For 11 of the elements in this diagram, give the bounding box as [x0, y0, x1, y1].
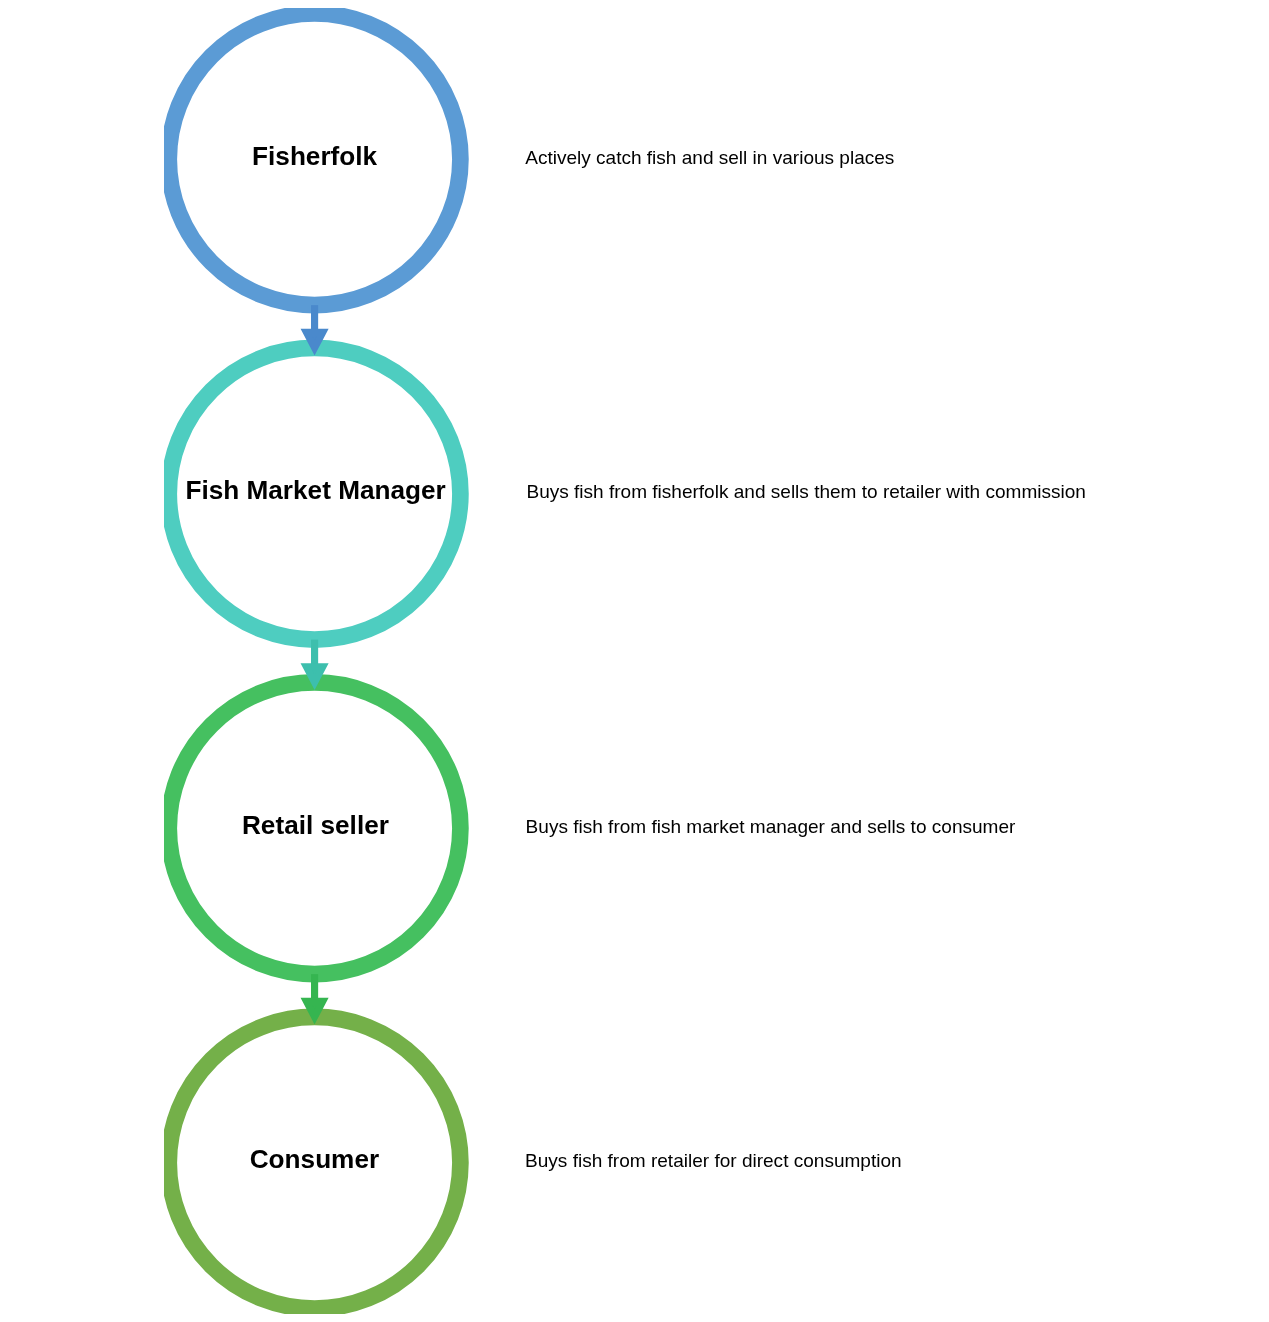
node-label: Buys fish from fish market manager and sells to consumer — [525, 815, 1016, 837]
node-circle: Fish Market Manager — [164, 339, 469, 648]
node-circle: Retail seller — [164, 674, 469, 983]
node-circle: Fisherfolk — [164, 8, 469, 314]
arrow — [300, 639, 329, 690]
node-label: Buys fish from fisherfolk and sells them to retailer with commission — [526, 481, 1086, 503]
node-circle: Consumer — [164, 1008, 469, 1314]
node-label: Actively catch fish and sell in various places — [525, 146, 895, 168]
node-label: Buys fish from retailer for direct consumption — [525, 1150, 902, 1172]
arrow — [300, 974, 329, 1025]
arrow — [300, 305, 329, 356]
